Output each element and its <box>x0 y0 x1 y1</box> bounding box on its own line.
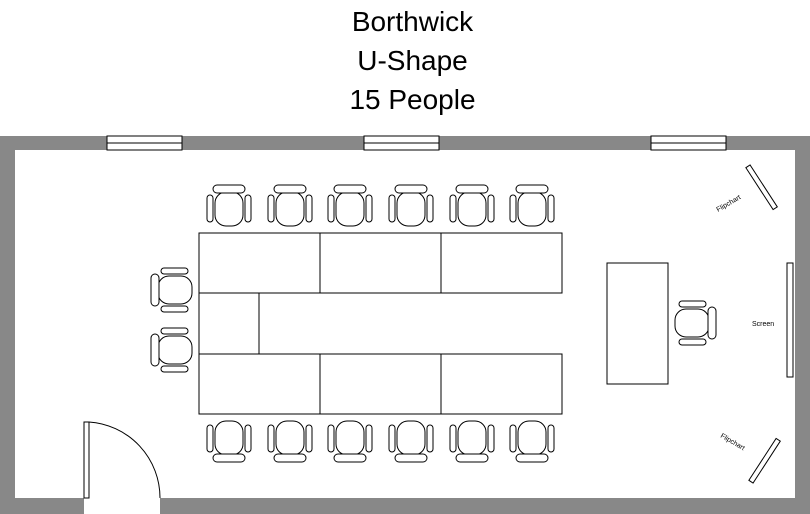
table <box>440 232 563 294</box>
title-line-2: U-Shape <box>357 45 468 76</box>
flipchart-bottom-label: Flipchart <box>719 433 746 453</box>
title-line-3: 15 People <box>349 84 476 115</box>
window <box>363 135 440 151</box>
window <box>106 135 183 151</box>
chair <box>449 184 495 227</box>
title-line-1: Borthwick <box>351 6 474 37</box>
chair <box>267 184 313 227</box>
presenter-desk <box>606 262 669 385</box>
chair <box>509 184 555 227</box>
walls <box>0 136 810 514</box>
u-shape-tables <box>198 232 563 415</box>
table <box>440 353 563 415</box>
table <box>198 292 260 355</box>
table <box>319 353 442 415</box>
chair <box>150 267 193 313</box>
chair <box>327 420 373 463</box>
chair <box>206 184 252 227</box>
chair <box>267 420 313 463</box>
table <box>319 232 442 294</box>
window <box>650 135 727 151</box>
flipchart-bottom: Flipchart <box>719 433 781 484</box>
presenter-chair <box>674 300 717 346</box>
chair <box>150 327 193 373</box>
table <box>198 353 321 415</box>
table <box>198 232 321 294</box>
chair <box>388 420 434 463</box>
chair <box>388 184 434 227</box>
chair <box>327 184 373 227</box>
chair <box>206 420 252 463</box>
door[interactable] <box>83 421 161 499</box>
screen-label: Screen <box>752 321 774 328</box>
chair <box>449 420 495 463</box>
screen <box>786 262 794 378</box>
flipchart-top-label: Flipchart <box>716 194 743 214</box>
flipchart-top: Flipchart <box>716 164 778 214</box>
chair <box>509 420 555 463</box>
